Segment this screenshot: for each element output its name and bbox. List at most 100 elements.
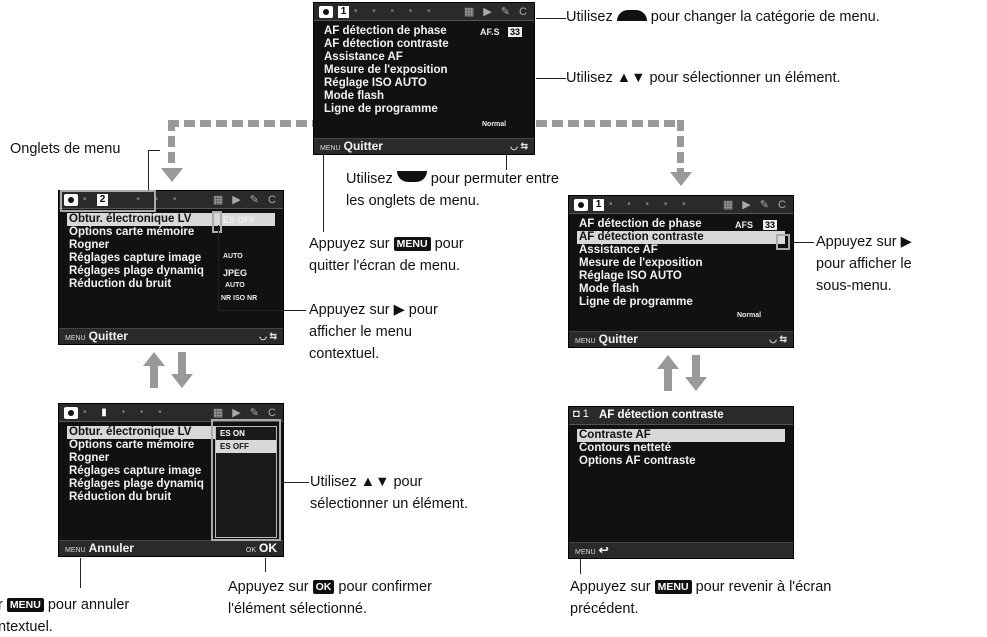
callout-select-popup: Utilisez ▲▼ pour (310, 474, 423, 490)
menu-item[interactable]: Réglages capture image (69, 465, 202, 477)
submenu-item[interactable]: Options AF contraste (579, 455, 696, 467)
quit-label[interactable]: Quitter (343, 139, 383, 153)
dashed-connector-left (168, 120, 313, 127)
rear-dial-icon (396, 171, 427, 182)
callout-context: Appuyez sur ▶ pour (309, 302, 438, 318)
tab-dots[interactable]: • • • • (83, 194, 183, 205)
menu-item[interactable]: Réduction du bruit (69, 491, 172, 503)
value-afs: AFS (735, 220, 753, 230)
menu-item[interactable]: Ligne de programme (579, 296, 693, 308)
ok-mark: OK (245, 547, 256, 554)
menu-item[interactable]: Réglages capture image (69, 252, 202, 264)
tab-dots[interactable]: • • • • • (609, 199, 692, 210)
menu-key-icon: MENU (6, 598, 44, 612)
menu-list: AF détection de phase AF détection contr… (577, 218, 785, 309)
arrow-up-right (657, 355, 679, 391)
dial-icon: ◡ ⇆ (259, 331, 277, 341)
category-icons[interactable]: ▦ ▶ ✎ C (212, 194, 279, 206)
dial-icon: ◡ ⇆ (769, 334, 787, 344)
menu-item[interactable]: AF détection contraste (324, 38, 449, 50)
category-icons[interactable]: ▦ ▶ ✎ C (722, 199, 789, 211)
bottom-bar: MENU↩ (569, 542, 793, 558)
quit-label[interactable]: Quitter (598, 332, 638, 346)
callout-text: pour annuler (47, 597, 130, 613)
callout-text: pour changer la catégorie de menu. (650, 9, 880, 25)
callout-ok: Appuyez sur OK pour confirmer (228, 578, 432, 596)
menu-item[interactable]: Réduction du bruit (69, 278, 172, 290)
dashed-connector-left-down (168, 120, 175, 168)
value-normal: Normal (482, 121, 507, 128)
camera-icon[interactable] (64, 407, 78, 419)
leader-line (536, 78, 566, 79)
menu-item[interactable]: Rogner (69, 452, 110, 464)
category-icons[interactable]: ▦ ▶ ✎ C (212, 407, 279, 419)
menu-item[interactable]: Réglages plage dynamiq (69, 478, 204, 490)
menu-item[interactable]: Ligne de programme (324, 103, 438, 115)
tab-number[interactable]: 1 (593, 199, 604, 211)
tab-number[interactable]: 1 (338, 6, 349, 18)
quit-label[interactable]: Quitter (88, 329, 128, 343)
submenu-title: AF détection contraste (599, 409, 724, 421)
menu-item[interactable]: Réglage ISO AUTO (324, 77, 427, 89)
menu-item[interactable]: Mode flash (324, 90, 385, 102)
menu-item[interactable]: Mesure de l'exposition (579, 257, 703, 269)
menu-item[interactable]: Assistance AF (324, 51, 403, 63)
leader-line (790, 242, 814, 243)
menu-screen-top: 1 • • • • • ▦ ▶ ✎ C AF détection de phas… (313, 2, 535, 155)
submenu-list: Contraste AF Contours netteté Options AF… (577, 429, 785, 468)
camera-icon[interactable] (64, 194, 78, 206)
callout-context-3: contextuel. (309, 346, 380, 362)
menu-key-icon: MENU (393, 237, 431, 251)
value-33: 33 (763, 220, 778, 230)
dial-icon: ◡ ⇆ (510, 141, 528, 151)
callout-back: Appuyez sur MENU pour revenir à l'écran (570, 578, 831, 596)
camera-icon[interactable] (574, 199, 588, 211)
value-afs: AF.S (480, 27, 500, 37)
callout-text: Appuyez sur (228, 579, 309, 595)
category-icons[interactable]: ▦ ▶ ✎ C (463, 6, 530, 18)
popup-option-selected[interactable]: ES OFF (216, 440, 276, 453)
menu-screen-popup: • ▮ • • • ▦ ▶ ✎ C Obtur. électronique LV… (58, 403, 284, 557)
menu-item[interactable]: Options carte mémoire (69, 226, 195, 238)
menu-item[interactable]: Assistance AF (579, 244, 658, 256)
camera-icon[interactable] (319, 6, 333, 18)
ok-label[interactable]: OK (259, 541, 277, 555)
popup-highlight (211, 419, 281, 541)
popup-option[interactable]: ES ON (220, 429, 245, 438)
leader-line (148, 150, 160, 151)
callout-submenu-3: sous-menu. (816, 278, 892, 294)
callout-submenu: Appuyez sur ▶ (816, 234, 912, 250)
menu-item[interactable]: Réglage ISO AUTO (579, 270, 682, 282)
menu-mark: MENU (65, 335, 86, 342)
tab-dots[interactable]: • ▮ • • • (83, 407, 168, 418)
menu-screen-right: 1 • • • • • ▦ ▶ ✎ C AF détection de phas… (568, 195, 794, 348)
callout-select: Utilisez ▲▼ pour sélectionner un élément… (566, 70, 841, 86)
menu-item[interactable]: Rogner (69, 239, 110, 251)
menu-item[interactable]: Options carte mémoire (69, 439, 195, 451)
tab-number[interactable]: 2 (97, 194, 108, 206)
menu-item[interactable]: Mode flash (579, 283, 640, 295)
submenu-item[interactable]: Contours netteté (579, 442, 671, 454)
menu-item[interactable]: AF détection de phase (579, 218, 702, 230)
value-auto-2: AUTO (225, 282, 245, 289)
menu-item[interactable]: AF détection de phase (324, 25, 447, 37)
leader-line (148, 150, 149, 190)
menu-item-selected[interactable]: AF détection contraste (577, 231, 785, 244)
tab-dots[interactable]: • • • • • (354, 6, 437, 17)
menu-item[interactable]: Mesure de l'exposition (324, 64, 448, 76)
cancel-label[interactable]: Annuler (88, 541, 134, 555)
callout-context-2: afficher le menu (309, 324, 412, 340)
menu-item[interactable]: Réglages plage dynamiq (69, 265, 204, 277)
back-arrow-icon[interactable]: ↩ (598, 543, 609, 557)
menu-item-selected[interactable]: Obtur. électronique LV (67, 213, 275, 226)
submenu-item-selected[interactable]: Contraste AF (577, 429, 785, 442)
value-normal: Normal (737, 312, 762, 319)
callout-back-2: précédent. (570, 601, 639, 617)
value-auto: AUTO (223, 253, 243, 260)
menu-key-icon: MENU (654, 580, 692, 594)
callout-submenu-2: pour afficher le (816, 256, 912, 272)
callout-dial-2: les onglets de menu. (346, 193, 480, 209)
menu-list: Obtur. électronique LV Options carte mém… (67, 213, 275, 291)
